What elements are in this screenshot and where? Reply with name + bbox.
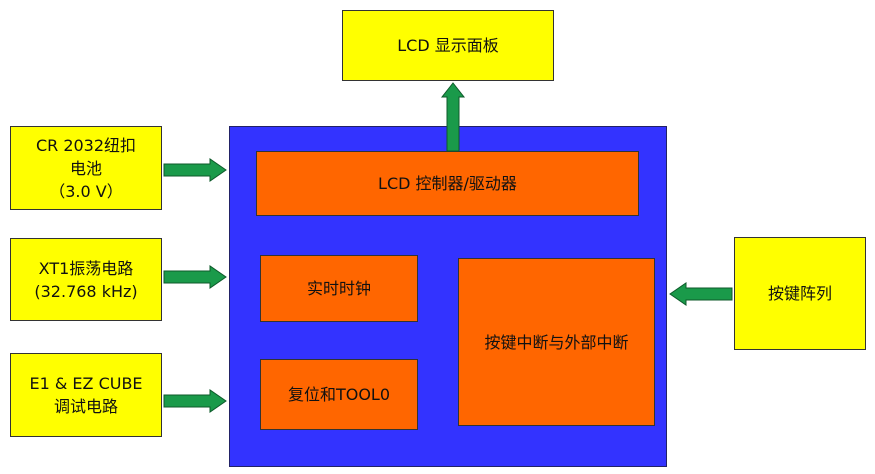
keypad-label: 按键阵列: [767, 284, 832, 303]
reset-tool-block: 复位和TOOL0: [260, 359, 418, 430]
debug-circuit-label: E1 & EZ CUBE 调试电路: [29, 374, 143, 416]
keypad-block: 按键阵列: [734, 237, 866, 350]
rtc-block: 实时时钟: [260, 255, 418, 322]
oscillator-label: XT1振荡电路 (32.768 kHz): [34, 258, 138, 301]
oscillator-block: XT1振荡电路 (32.768 kHz): [10, 238, 162, 321]
battery-label: CR 2032纽扣 电池 （3.0 V）: [35, 135, 137, 201]
arrow-to-display-panel: [440, 82, 466, 152]
display-panel-block: LCD 显示面板: [342, 10, 554, 81]
arrow-from-debug-circuit: [163, 389, 227, 413]
lcd-controller-label: LCD 控制器/驱动器: [378, 174, 517, 193]
rtc-label: 实时时钟: [306, 279, 371, 298]
interrupts-label: 按键中断与外部中断: [484, 332, 629, 352]
lcd-controller-block: LCD 控制器/驱动器: [256, 151, 639, 216]
arrow-from-oscillator: [163, 265, 227, 289]
arrow-from-battery: [163, 158, 227, 182]
battery-block: CR 2032纽扣 电池 （3.0 V）: [10, 126, 162, 210]
arrow-from-keypad: [669, 282, 733, 306]
debug-circuit-block: E1 & EZ CUBE 调试电路: [10, 353, 162, 437]
reset-tool-label: 复位和TOOL0: [287, 385, 391, 404]
display-panel-label: LCD 显示面板: [397, 36, 499, 55]
interrupts-block: 按键中断与外部中断: [458, 258, 655, 426]
